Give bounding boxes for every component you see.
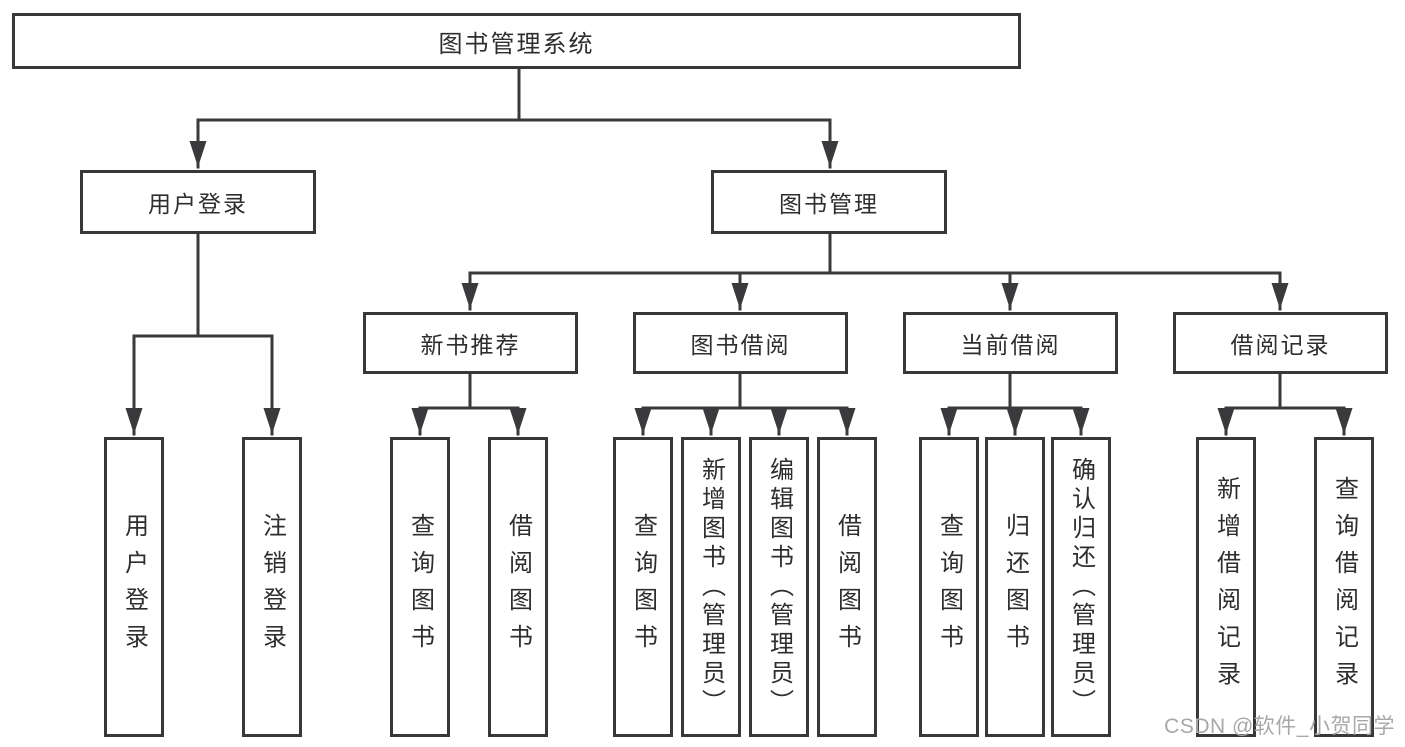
leaf-cb-confirm-return-admin: 确认归还（管理员） (1051, 437, 1111, 737)
leaf-logout: 注销登录 (242, 437, 302, 737)
leaf-cb-return-books-label: 归还图书 (1001, 513, 1029, 661)
leaf-user-login-label: 用户登录 (120, 513, 148, 661)
leaf-bb-add-book-admin: 新增图书（管理员） (681, 437, 741, 737)
leaf-bb-query-books-label: 查询图书 (629, 513, 657, 661)
leaf-cb-return-books: 归还图书 (985, 437, 1045, 737)
node-user-login-branch: 用户登录 (80, 170, 316, 234)
leaf-bb-borrow-books: 借阅图书 (817, 437, 877, 737)
leaf-br-query-record-label: 查询借阅记录 (1330, 476, 1358, 698)
leaf-bb-add-book-admin-label: 新增图书（管理员） (697, 456, 725, 718)
node-new-book-recommend: 新书推荐 (363, 312, 578, 374)
node-book-borrow: 图书借阅 (633, 312, 848, 374)
leaf-bb-edit-book-admin-label: 编辑图书（管理员） (765, 456, 793, 718)
leaf-cb-confirm-return-admin-label: 确认归还（管理员） (1067, 456, 1095, 718)
node-borrow-records: 借阅记录 (1173, 312, 1388, 374)
leaf-nbr-borrow-books-label: 借阅图书 (504, 513, 532, 661)
leaf-cb-query-books-label: 查询图书 (935, 513, 963, 661)
node-current-borrow: 当前借阅 (903, 312, 1118, 374)
leaf-br-add-record: 新增借阅记录 (1196, 437, 1256, 737)
leaf-nbr-query-books-label: 查询图书 (406, 513, 434, 661)
leaf-user-login: 用户登录 (104, 437, 164, 737)
leaf-logout-label: 注销登录 (258, 513, 286, 661)
leaf-cb-query-books: 查询图书 (919, 437, 979, 737)
leaf-bb-query-books: 查询图书 (613, 437, 673, 737)
node-root-system: 图书管理系统 (12, 13, 1021, 69)
leaf-nbr-borrow-books: 借阅图书 (488, 437, 548, 737)
leaf-bb-edit-book-admin: 编辑图书（管理员） (749, 437, 809, 737)
node-book-management: 图书管理 (711, 170, 947, 234)
leaf-br-add-record-label: 新增借阅记录 (1212, 476, 1240, 698)
csdn-watermark: CSDN @软件_小贺同学 (1164, 715, 1395, 738)
leaf-nbr-query-books: 查询图书 (390, 437, 450, 737)
leaf-bb-borrow-books-label: 借阅图书 (833, 513, 861, 661)
leaf-br-query-record: 查询借阅记录 (1314, 437, 1374, 737)
